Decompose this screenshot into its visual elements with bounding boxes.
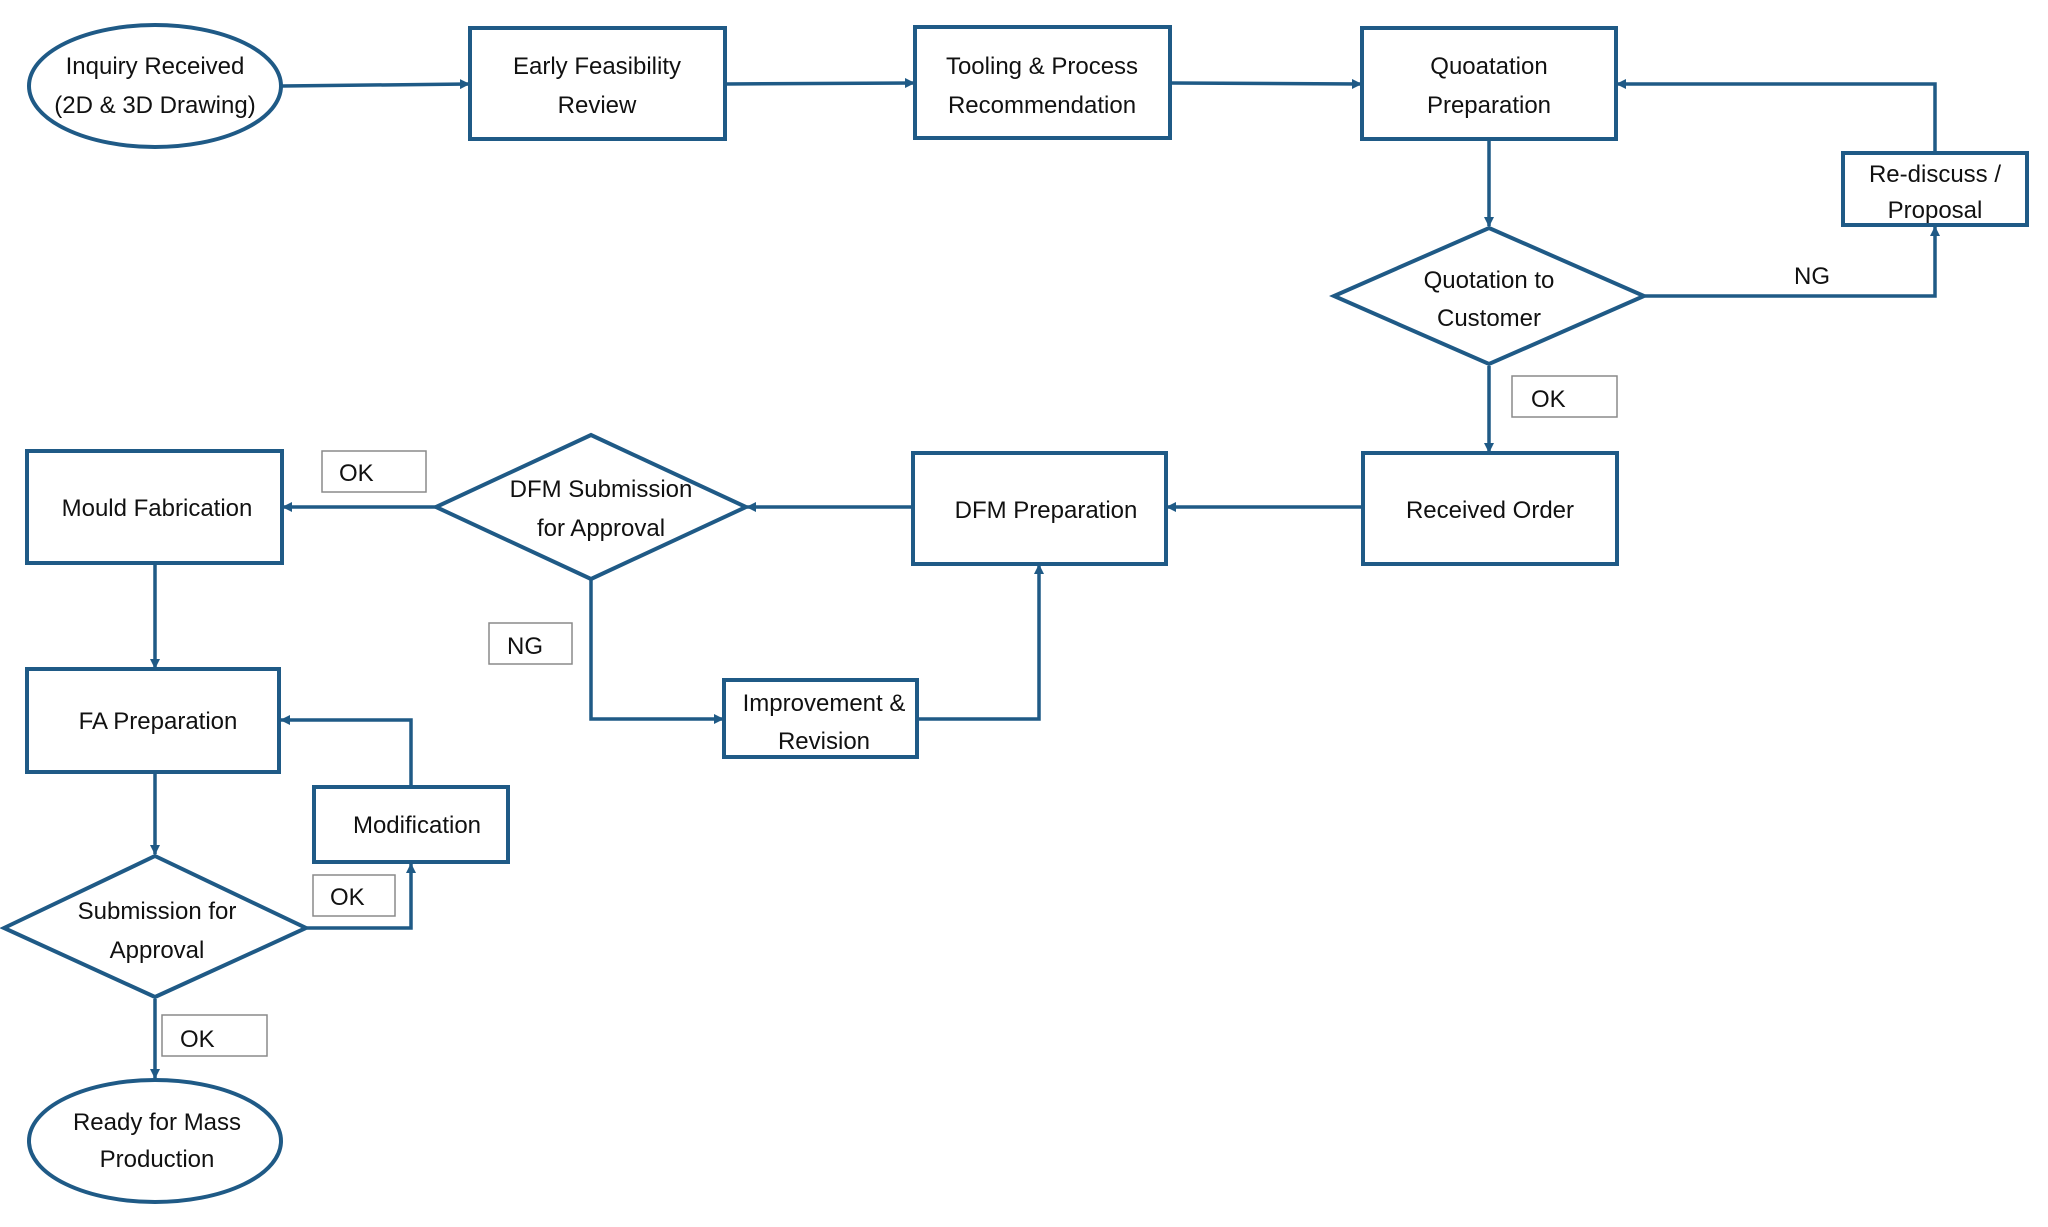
node-mould-label: Mould Fabrication: [62, 495, 253, 522]
node-received-order: Received Order: [1361, 451, 1619, 566]
node-quotation-prep-line-2: Preparation: [1427, 92, 1551, 119]
node-improvement-line-2: Revision: [778, 728, 870, 755]
label-ok-quotation: OK: [1511, 375, 1618, 418]
node-received-order-label: Received Order: [1406, 497, 1574, 524]
node-quotation-prep-line-1: Quoatation: [1430, 53, 1547, 80]
edge-submission-approval-ok-to-modification: [307, 863, 416, 930]
node-improvement-line-1: Improvement &: [743, 690, 906, 717]
edge-inquiry-to-feasibility: [281, 79, 470, 90]
edge-modification-to-fa-prep: [280, 715, 413, 786]
edge-labels: NG OK OK NG OK OK: [161, 263, 1830, 1057]
node-inquiry-line-1: Inquiry Received: [66, 53, 245, 80]
node-submission-for-approval: Submission for Approval: [0, 853, 311, 1000]
node-fa-preparation: FA Preparation: [25, 667, 281, 774]
node-dfm-submission-line-1: DFM Submission: [510, 476, 693, 503]
node-early-feasibility-review: Early Feasibility Review: [468, 26, 727, 141]
node-quotation-customer-line-1: Quotation to: [1424, 267, 1555, 294]
label-ok-dfm-text: OK: [339, 460, 374, 487]
node-inquiry-received: Inquiry Received (2D & 3D Drawing): [27, 23, 283, 149]
node-rediscuss-line-1: Re-discuss /: [1869, 161, 2001, 188]
node-improvement-revision: Improvement & Revision: [722, 678, 919, 759]
node-modification: Modification: [312, 785, 510, 864]
node-tooling-line-1: Tooling & Process: [946, 53, 1138, 80]
label-ok-final: OK: [161, 1014, 268, 1057]
node-ready-for-mass-production: Ready for Mass Production: [27, 1078, 283, 1204]
node-ready-line-1: Ready for Mass: [73, 1109, 241, 1136]
node-mould-fabrication: Mould Fabrication: [25, 449, 284, 565]
node-quotation-to-customer: Quotation to Customer: [1329, 225, 1649, 367]
edges: [150, 78, 1940, 1079]
node-tooling-line-2: Recommendation: [948, 92, 1136, 119]
node-dfm-submission-line-2: for Approval: [537, 515, 665, 542]
nodes: Inquiry Received (2D & 3D Drawing) Early…: [0, 23, 2029, 1204]
node-quotation-customer-line-2: Customer: [1437, 305, 1541, 332]
label-ok-final-text: OK: [180, 1026, 215, 1053]
node-modification-label: Modification: [353, 812, 481, 839]
edge-quotation-customer-ng-to-rediscuss: [1645, 226, 1940, 298]
label-ng-dfm: NG: [488, 622, 573, 665]
label-ng-dfm-text: NG: [507, 633, 543, 660]
label-ok-modification: OK: [312, 874, 396, 917]
edge-dfm-submission-ng-to-improvement: [589, 580, 724, 724]
node-rediscuss-line-2: Proposal: [1888, 197, 1983, 224]
node-submission-approval-line-2: Approval: [110, 937, 205, 964]
node-feasibility-line-2: Review: [558, 92, 637, 119]
node-dfm-prep-label: DFM Preparation: [955, 497, 1138, 524]
node-rediscuss-proposal: Re-discuss / Proposal: [1841, 151, 2029, 227]
edge-improvement-to-dfm-prep: [918, 564, 1044, 721]
label-ok-quotation-text: OK: [1531, 386, 1566, 413]
node-fa-prep-label: FA Preparation: [79, 708, 238, 735]
edge-feasibility-to-tooling: [725, 78, 915, 89]
node-ready-line-2: Production: [100, 1146, 215, 1173]
node-dfm-preparation: DFM Preparation: [911, 451, 1168, 566]
edge-rediscuss-to-quotation-prep: [1616, 79, 1937, 152]
label-ok-modification-text: OK: [330, 884, 365, 911]
node-tooling-process-recommendation: Tooling & Process Recommendation: [913, 25, 1172, 140]
edge-tooling-to-quotation-prep: [1170, 78, 1362, 89]
node-inquiry-line-2: (2D & 3D Drawing): [54, 92, 255, 119]
node-feasibility-line-1: Early Feasibility: [513, 53, 681, 80]
node-submission-approval-line-1: Submission for: [78, 898, 237, 925]
label-ok-dfm: OK: [321, 450, 427, 493]
node-dfm-submission-for-approval: DFM Submission for Approval: [431, 432, 751, 582]
label-ng-quotation: NG: [1794, 263, 1830, 290]
node-quotation-preparation: Quoatation Preparation: [1360, 26, 1618, 141]
